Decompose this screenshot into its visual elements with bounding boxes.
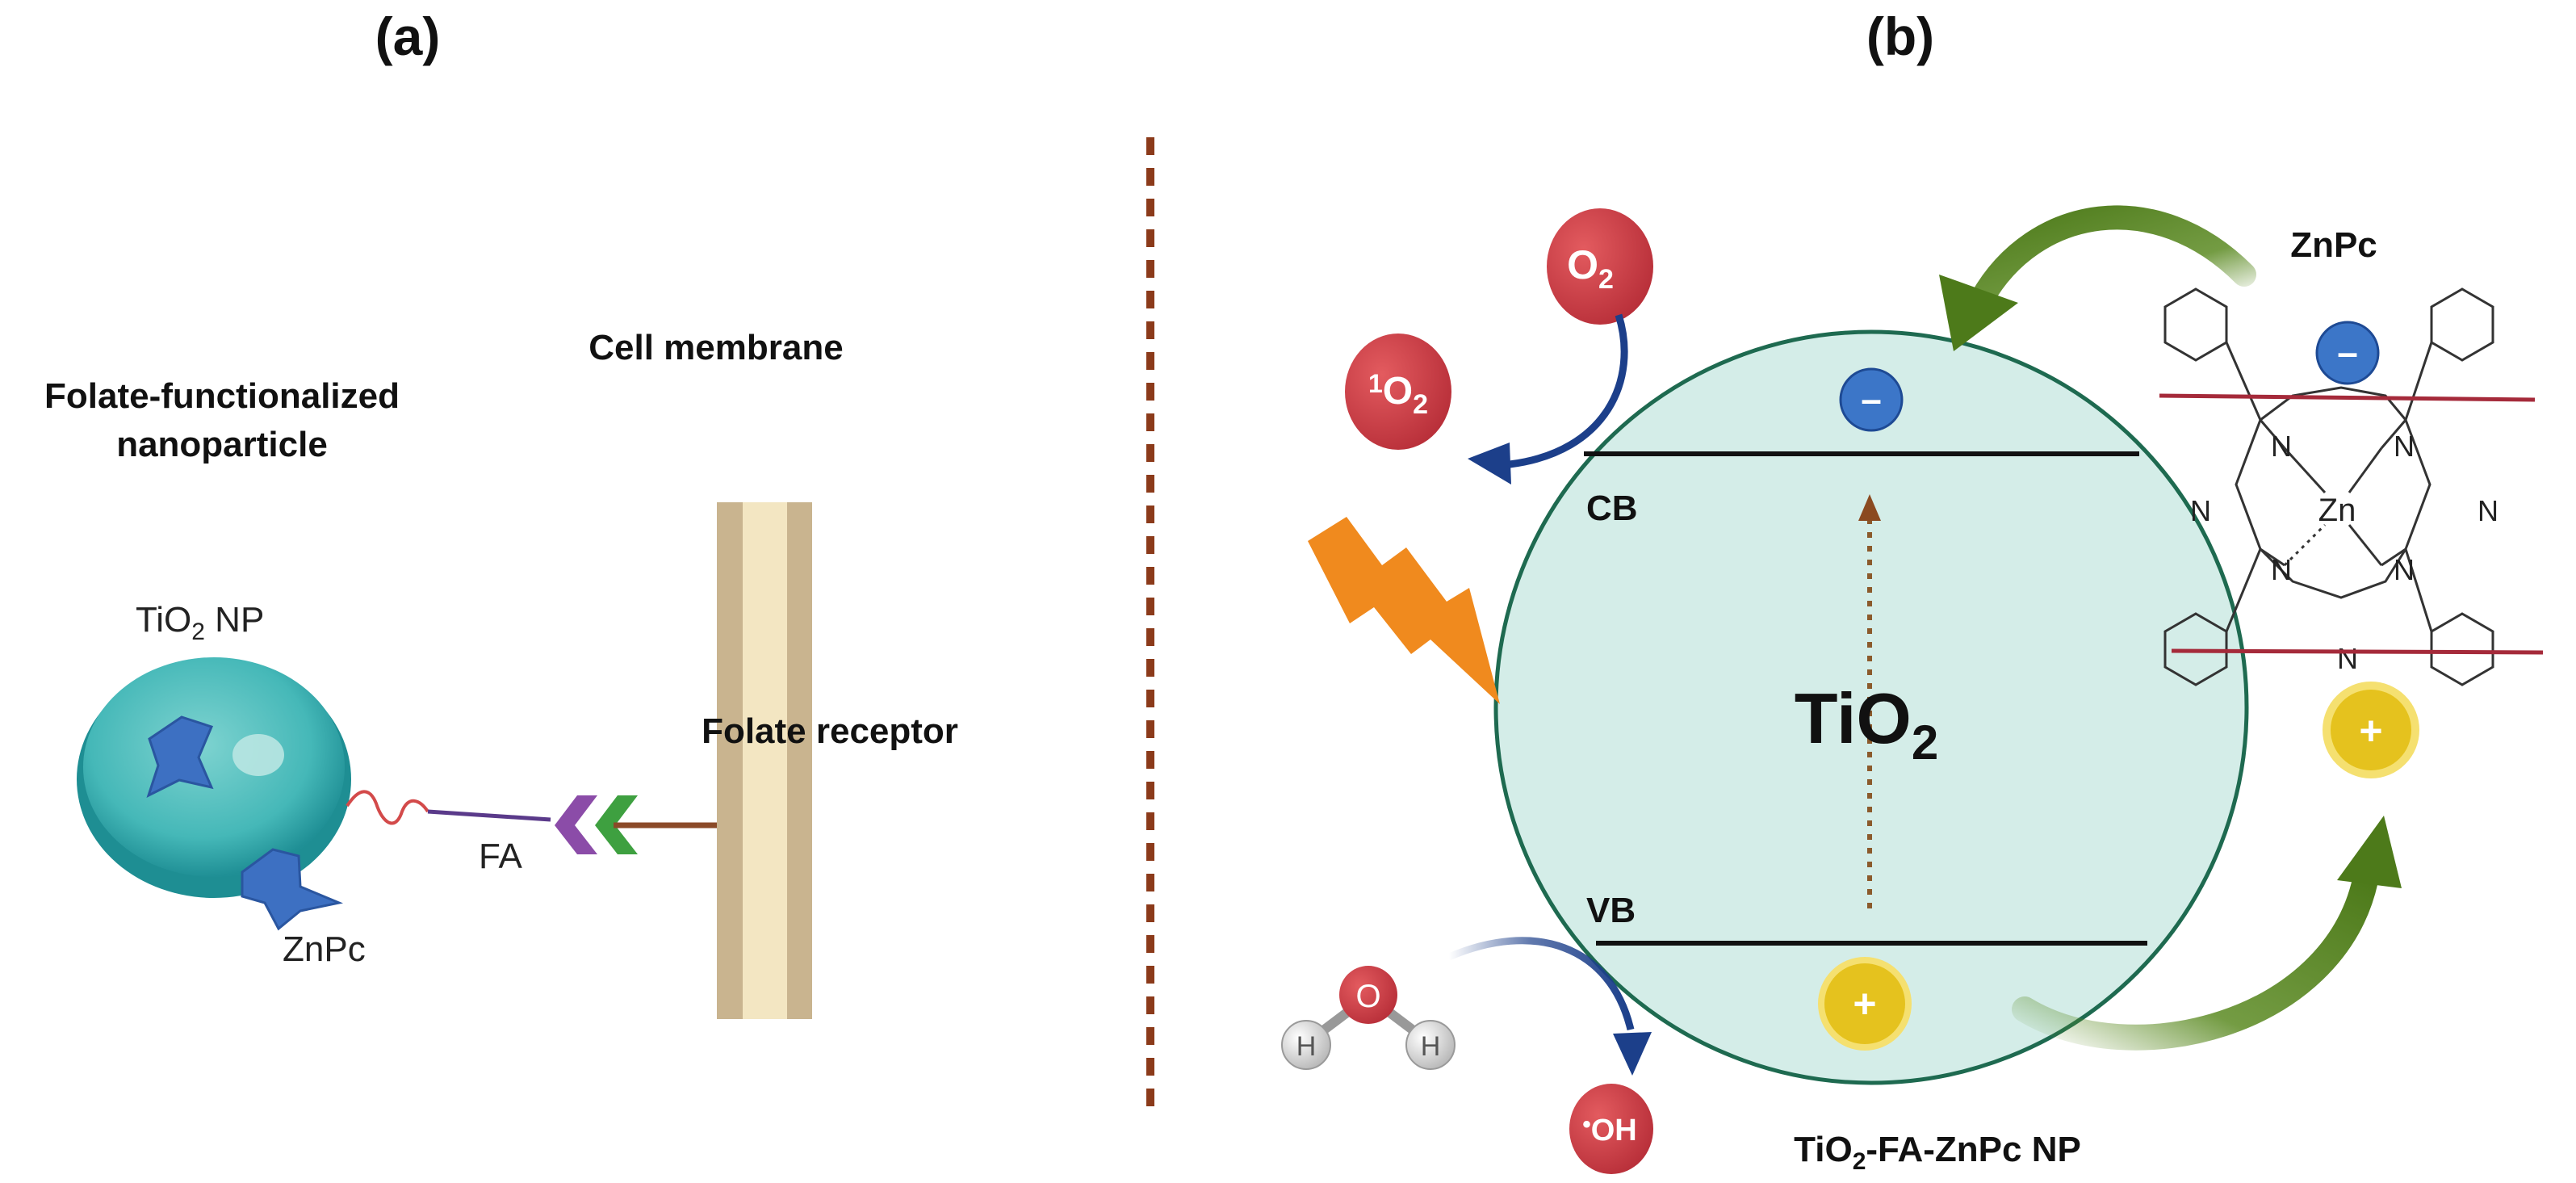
oh-arrowhead: [1613, 1032, 1652, 1076]
znpc-star-bottom: [241, 848, 344, 931]
electron-cb: –: [1839, 367, 1904, 432]
electron-transfer-arrowhead: [1939, 275, 2018, 351]
n-atom-4: N: [2478, 494, 2499, 527]
tio2-nanoparticle: [77, 657, 351, 898]
n-atom-5: N: [2271, 553, 2292, 586]
tio2-fa-znpc-np-label: TiO2-FA-ZnPc NP: [1794, 1130, 2081, 1175]
panel-label-b: (b): [1866, 6, 1934, 66]
water-to-oh-arrow: [1447, 937, 1635, 1031]
svg-text:+: +: [2359, 708, 2382, 753]
tio2-np-label: TiO2 NP: [136, 600, 264, 645]
cell-membrane-label: Cell membrane: [589, 328, 843, 367]
svg-text:H: H: [1296, 1031, 1317, 1062]
peg-linker: [346, 790, 429, 825]
svg-text:1O2: 1O2: [1368, 369, 1428, 420]
light-bolt: [1308, 517, 1500, 704]
znpc-homo-line: [2159, 393, 2536, 402]
n-atom-3: N: [2190, 494, 2211, 527]
zn-atom-label: Zn: [2318, 493, 2356, 528]
hole-transfer-arrowhead: [2337, 816, 2402, 888]
fa-label: FA: [479, 837, 522, 876]
svg-text:•OH: •OH: [1582, 1111, 1637, 1147]
znpc-star-top: [146, 715, 214, 798]
folate-ligand-chevron: [555, 795, 597, 854]
tio2-particle: [1493, 329, 2249, 1085]
znpc-label-a: ZnPc: [283, 929, 366, 969]
hole-vb: +: [1818, 957, 1912, 1051]
svg-text:–: –: [2337, 331, 2358, 373]
electron-znpc: –: [2315, 321, 2380, 385]
hole-transfer-arrow: [2012, 867, 2378, 1051]
fa-chain: [427, 809, 551, 822]
n-atom-6: N: [2394, 553, 2415, 586]
znpc-lumo-line: [2171, 648, 2544, 655]
np-title-line2: nanoparticle: [116, 425, 328, 464]
o2-to-singlet-arrow: [1509, 313, 1628, 468]
receptor-chevron: [595, 795, 638, 854]
hydroxyl-radical: •OH: [1569, 1084, 1653, 1174]
svg-text:O2: O2: [1567, 242, 1614, 295]
electron-transfer-arrow: [1970, 205, 2256, 311]
n-atom-7: N: [2337, 642, 2358, 675]
tio2-center-label: TiO2: [1795, 678, 1938, 770]
znpc-structure: [2163, 287, 2494, 686]
excitation-arrowhead: [1858, 494, 1881, 521]
folate-receptor-label: Folate receptor: [702, 711, 958, 751]
panel-label-a: (a): [375, 6, 441, 66]
svg-text:–: –: [1861, 378, 1882, 420]
o2-arrowhead: [1468, 443, 1511, 485]
n-atom-1: N: [2271, 430, 2292, 463]
cb-label: CB: [1586, 489, 1638, 528]
svg-text:+: +: [1853, 981, 1876, 1026]
vb-label: VB: [1586, 891, 1636, 930]
svg-text:H: H: [1421, 1031, 1441, 1062]
water-molecule: O H H: [1281, 966, 1456, 1070]
znpc-title-b: ZnPc: [2290, 225, 2377, 265]
cell-membrane: [717, 502, 812, 1019]
singlet-oxygen: 1O2: [1345, 334, 1451, 450]
n-atom-2: N: [2394, 430, 2415, 463]
np-title-line1: Folate-functionalized: [44, 376, 400, 416]
oxygen-molecule: O2: [1547, 208, 1653, 325]
svg-text:O: O: [1355, 979, 1380, 1014]
hole-znpc: +: [2323, 682, 2419, 778]
